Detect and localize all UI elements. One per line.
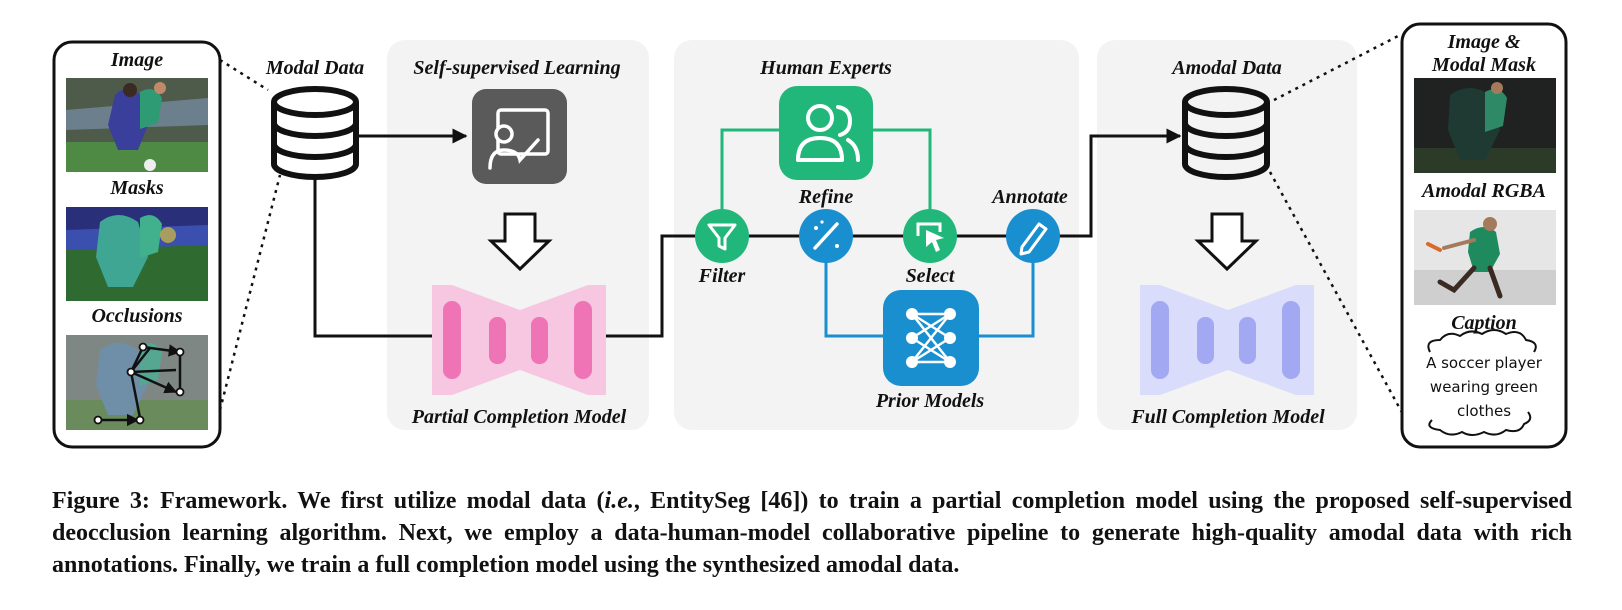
figure-caption-part2: , EntitySeg [46]) to train a partial com… xyxy=(52,488,1572,578)
amodal-rgba-thumbnail xyxy=(1414,210,1556,305)
annotate-pen-icon xyxy=(1006,209,1060,263)
partial-completion-model-label: Partial Completion Model xyxy=(411,406,627,428)
modal-to-partial-line xyxy=(313,178,432,338)
occlusions-thumbnail xyxy=(66,335,208,430)
modal-database-icon xyxy=(271,86,359,180)
prior-models-icon xyxy=(883,290,979,386)
partial-completion-model-icon xyxy=(432,285,606,395)
amodal-database-icon xyxy=(1182,86,1270,180)
select-cursor-icon xyxy=(903,209,957,263)
caption-line-1: A soccer player xyxy=(1426,354,1543,372)
human-experts-label: Human Experts xyxy=(759,57,892,79)
annotate-label: Annotate xyxy=(990,186,1068,208)
full-completion-model-label: Full Completion Model xyxy=(1130,406,1325,428)
figure-caption: Figure 3: Framework. We first utilize mo… xyxy=(52,485,1572,581)
filter-icon xyxy=(695,209,749,263)
annotate-to-amodal-line xyxy=(1033,128,1182,238)
caption-line-2: wearing green xyxy=(1430,378,1538,396)
image-label: Image xyxy=(110,49,163,71)
caption-label: Caption xyxy=(1451,312,1517,334)
masks-label: Masks xyxy=(109,177,164,199)
zoom-line-top-right xyxy=(1273,32,1403,102)
amodal-data-label: Amodal Data xyxy=(1170,57,1281,79)
down-arrow-stage1 xyxy=(487,212,553,272)
filter-label: Filter xyxy=(698,265,746,287)
human-experts-icon xyxy=(779,86,873,180)
refine-label: Refine xyxy=(798,186,854,208)
full-completion-model-icon xyxy=(1140,285,1314,395)
figure-caption-part1: Figure 3: Framework. We first utilize mo… xyxy=(52,488,605,514)
image-modal-mask-label-line2: Modal Mask xyxy=(1431,54,1536,76)
prior-models-label: Prior Models xyxy=(875,390,985,412)
masks-thumbnail xyxy=(66,207,208,301)
modal-data-label: Modal Data xyxy=(265,57,364,79)
caption-line-3: clothes xyxy=(1457,402,1511,420)
zoom-line-top-left xyxy=(219,58,269,92)
image-modal-mask-label-line1: Image & xyxy=(1447,31,1521,53)
down-arrow-stage3 xyxy=(1194,212,1260,272)
image-thumbnail xyxy=(66,78,208,172)
amodal-rgba-label: Amodal RGBA xyxy=(1420,180,1546,202)
figure-caption-italic: i.e. xyxy=(604,488,634,514)
self-supervised-title: Self-supervised Learning xyxy=(413,57,620,79)
select-label: Select xyxy=(906,265,956,287)
zoom-line-bottom-left xyxy=(218,174,282,411)
framework-diagram: Image Masks Occlusions xyxy=(52,22,1568,449)
refine-wand-icon xyxy=(799,209,853,263)
zoom-line-bottom-right xyxy=(1268,171,1407,419)
caption-cloud xyxy=(1427,329,1537,436)
teacher-board-icon xyxy=(472,89,567,184)
partial-to-filter-line xyxy=(606,234,705,338)
occlusions-label: Occlusions xyxy=(91,305,182,327)
modal-mask-thumbnail xyxy=(1414,78,1556,173)
